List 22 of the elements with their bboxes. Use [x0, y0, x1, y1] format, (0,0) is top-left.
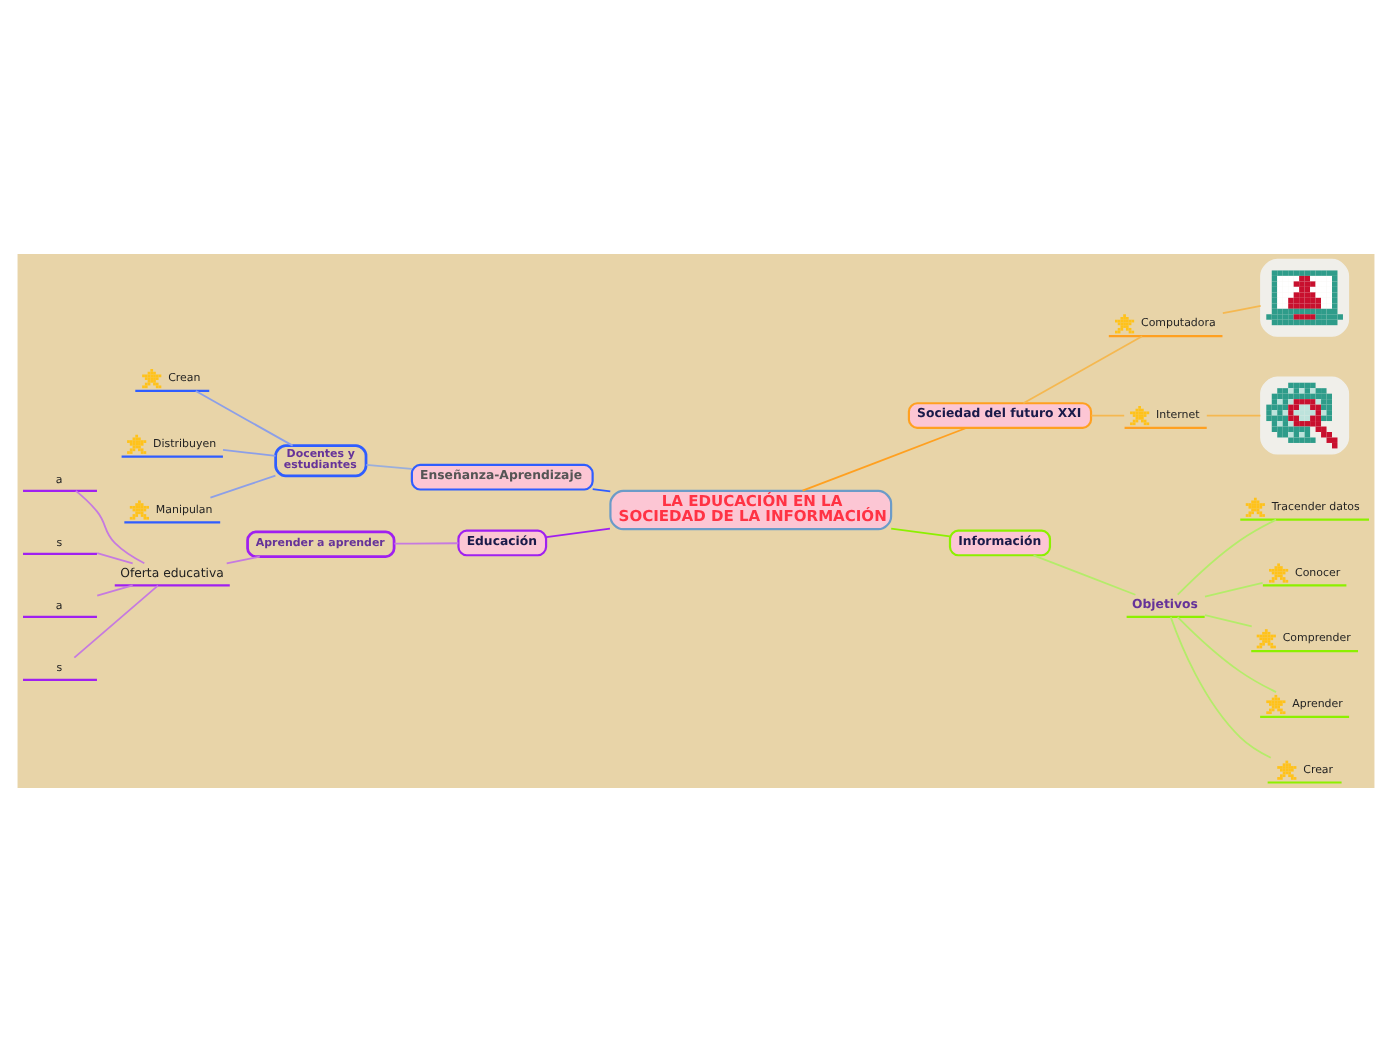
node-picture — [1260, 375, 1350, 454]
connector — [591, 487, 612, 492]
connector — [1022, 334, 1144, 404]
connector — [890, 526, 951, 537]
connector — [225, 554, 261, 564]
connector — [1221, 304, 1262, 314]
connector — [1205, 413, 1262, 416]
connector — [365, 462, 413, 469]
connector — [393, 541, 460, 544]
connector — [209, 473, 277, 498]
connector — [73, 583, 159, 658]
connector — [801, 426, 968, 491]
node-picture — [1260, 257, 1350, 336]
connector — [1204, 580, 1264, 597]
connector — [96, 551, 134, 564]
connector — [545, 526, 611, 538]
connector — [1090, 413, 1126, 416]
connector — [96, 583, 134, 596]
connector — [194, 389, 294, 446]
connector — [222, 448, 277, 456]
connector — [1032, 553, 1137, 595]
connector — [1204, 613, 1253, 627]
